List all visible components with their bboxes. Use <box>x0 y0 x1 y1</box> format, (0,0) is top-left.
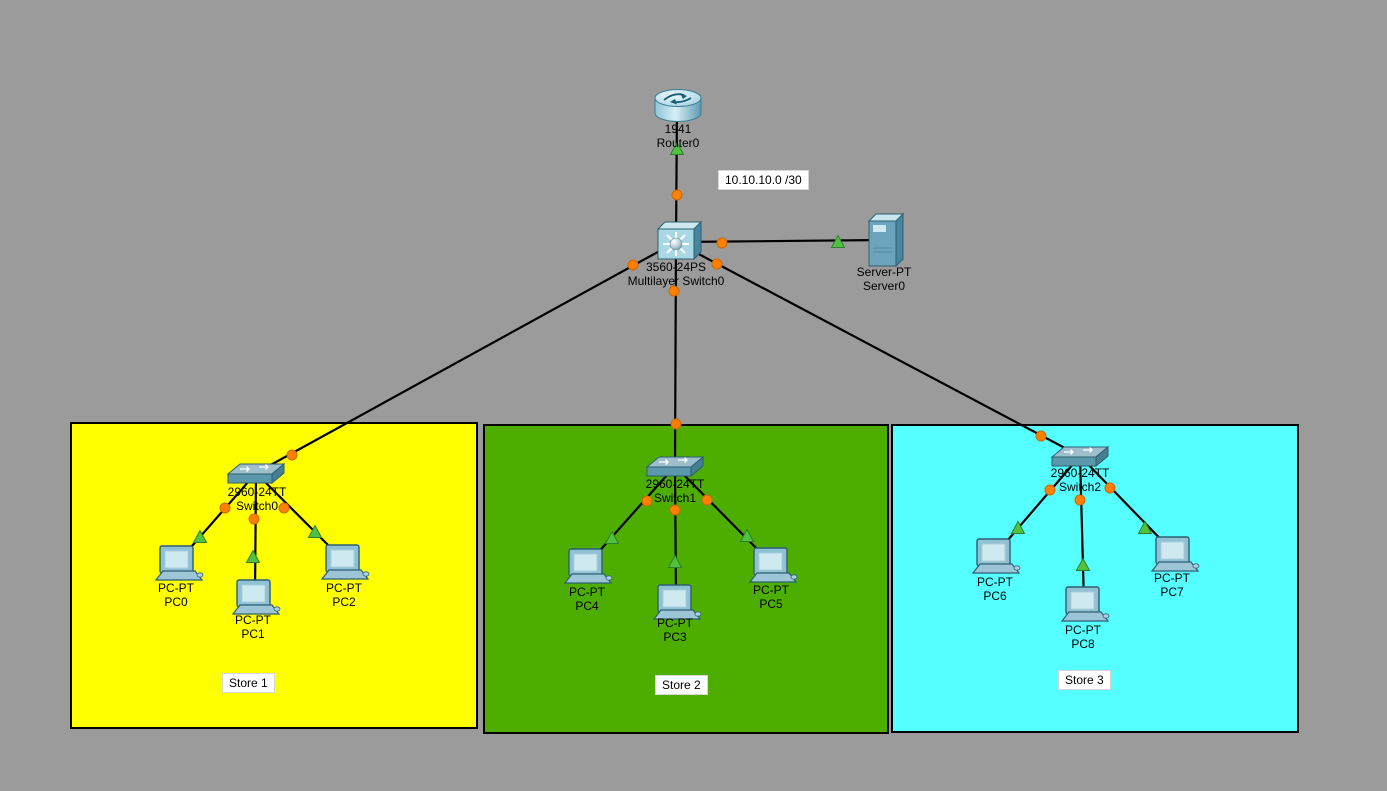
amber-dot-mlswitch0-switch0-icon <box>627 259 639 271</box>
switch1-label: 2960-24TT Switch1 <box>590 477 760 505</box>
server0-model: Server-PT <box>856 265 912 279</box>
amber-dot-switch1-uplink-icon <box>670 418 682 430</box>
amber-dot-switch0-pc1-icon <box>248 513 260 525</box>
router0-icon[interactable] <box>654 89 702 122</box>
link-mlswitch0-switch0[interactable] <box>255 241 677 474</box>
pc5-label: PC-PT PC5 <box>686 583 856 611</box>
switch0-name: Switch0 <box>235 499 279 513</box>
server0-label: Server-PT Server0 <box>799 265 969 293</box>
amber-dot-mlswitch0-server0-icon <box>716 237 728 249</box>
switch1-icon[interactable] <box>646 456 704 477</box>
amber-dot-switch2-pc6-icon <box>1044 484 1056 496</box>
link-switch1-pc4[interactable] <box>586 465 676 566</box>
pc4-name: PC4 <box>575 599 599 613</box>
store3-region-rectangle[interactable] <box>891 424 1299 733</box>
server0-name: Server0 <box>862 279 906 293</box>
switch2-label: 2960-24TT Switch2 <box>995 466 1165 494</box>
store3-note[interactable]: Store 3 <box>1058 670 1111 690</box>
pc3-name: PC3 <box>663 630 687 644</box>
pc0-model: PC-PT <box>158 581 194 595</box>
pc0-icon[interactable] <box>155 545 204 581</box>
device-icons <box>155 89 1200 622</box>
pc3-label: PC-PT PC3 <box>590 616 760 644</box>
pc2-model: PC-PT <box>326 581 362 595</box>
amber-dot-switch0-pc2-icon <box>278 502 290 514</box>
switch1-name: Switch1 <box>653 491 697 505</box>
switch0-label: 2960-24TT Switch0 <box>172 485 342 513</box>
mlswitch0-icon[interactable] <box>656 220 703 261</box>
pc0-name: PC0 <box>164 595 188 609</box>
pc5-icon[interactable] <box>749 547 798 583</box>
amber-dot-switch2-pc7-icon <box>1104 482 1116 494</box>
amber-dot-router0-link-icon <box>671 189 683 201</box>
amber-dot-switch0-uplink-icon <box>286 449 298 461</box>
pc8-name: PC8 <box>1071 637 1095 651</box>
switch2-icon[interactable] <box>1051 446 1109 467</box>
pc7-name: PC7 <box>1160 585 1184 599</box>
up-arrow-pc3-icon <box>668 555 682 568</box>
up-arrow-pc1-icon <box>246 550 260 563</box>
pc1-model: PC-PT <box>235 613 271 627</box>
mlswitch0-model: 3560-24PS <box>645 260 707 274</box>
store2-note[interactable]: Store 2 <box>655 675 708 695</box>
pc6-label: PC-PT PC6 <box>910 575 1080 603</box>
pc5-model: PC-PT <box>753 583 789 597</box>
link-switch0-pc1[interactable] <box>253 472 258 595</box>
pc3-model: PC-PT <box>657 616 693 630</box>
pc1-label: PC-PT PC1 <box>168 613 338 641</box>
subnet-note[interactable]: 10.10.10.0 /30 <box>718 170 809 190</box>
switch1-model: 2960-24TT <box>645 477 705 491</box>
switch0-model: 2960-24TT <box>227 485 287 499</box>
pc7-model: PC-PT <box>1154 571 1190 585</box>
pc2-label: PC-PT PC2 <box>259 581 429 609</box>
amber-dot-switch2-pc8-icon <box>1074 494 1086 506</box>
pc4-icon[interactable] <box>564 548 613 584</box>
amber-dot-switch1-pc5-icon <box>701 494 713 506</box>
link-mlswitch0-switch2[interactable] <box>675 241 1081 457</box>
router0-name: Router0 <box>656 136 700 150</box>
switch2-model: 2960-24TT <box>1050 466 1110 480</box>
mlswitch0-label: 3560-24PS Multilayer Switch0 <box>591 260 761 288</box>
pc6-name: PC6 <box>983 589 1007 603</box>
pc7-label: PC-PT PC7 <box>1087 571 1257 599</box>
amber-dot-mlswitch0-switch2-icon <box>711 258 723 270</box>
amber-dot-switch1-pc3-icon <box>669 504 681 516</box>
port-status-markers <box>193 142 1152 571</box>
pc6-model: PC-PT <box>977 575 1013 589</box>
switch0-icon[interactable] <box>227 463 285 484</box>
link-switch1-pc3[interactable] <box>673 465 678 602</box>
amber-dot-switch0-pc0-icon <box>219 502 231 514</box>
router0-model: 1941 <box>664 122 692 136</box>
amber-dot-switch1-pc4-icon <box>641 495 653 507</box>
amber-dot-switch2-uplink-icon <box>1035 430 1047 442</box>
router0-label: 1941 Router0 <box>593 122 763 150</box>
pc7-icon[interactable] <box>1151 536 1200 572</box>
pc1-name: PC1 <box>241 627 265 641</box>
amber-dot-mlswitch0-switch1-icon <box>668 285 680 297</box>
link-switch2-pc8[interactable] <box>1078 455 1086 604</box>
link-mlswitch0-server0[interactable] <box>675 238 885 244</box>
pc8-model: PC-PT <box>1065 623 1101 637</box>
mlswitch0-name: Multilayer Switch0 <box>627 274 725 288</box>
pc4-label: PC-PT PC4 <box>502 585 672 613</box>
pc0-label: PC-PT PC0 <box>91 581 261 609</box>
pc8-label: PC-PT PC8 <box>998 623 1168 651</box>
links <box>177 105 1175 604</box>
pc4-model: PC-PT <box>569 585 605 599</box>
link-router0-mlswitch0[interactable] <box>674 105 679 243</box>
pc2-icon[interactable] <box>321 544 370 580</box>
pc6-icon[interactable] <box>972 538 1021 574</box>
store1-note[interactable]: Store 1 <box>222 673 275 693</box>
up-arrow-pc8-icon <box>1076 558 1090 571</box>
pc5-name: PC5 <box>759 597 783 611</box>
switch2-name: Switch2 <box>1058 480 1102 494</box>
pc2-name: PC2 <box>332 595 356 609</box>
server0-icon[interactable] <box>867 212 905 268</box>
